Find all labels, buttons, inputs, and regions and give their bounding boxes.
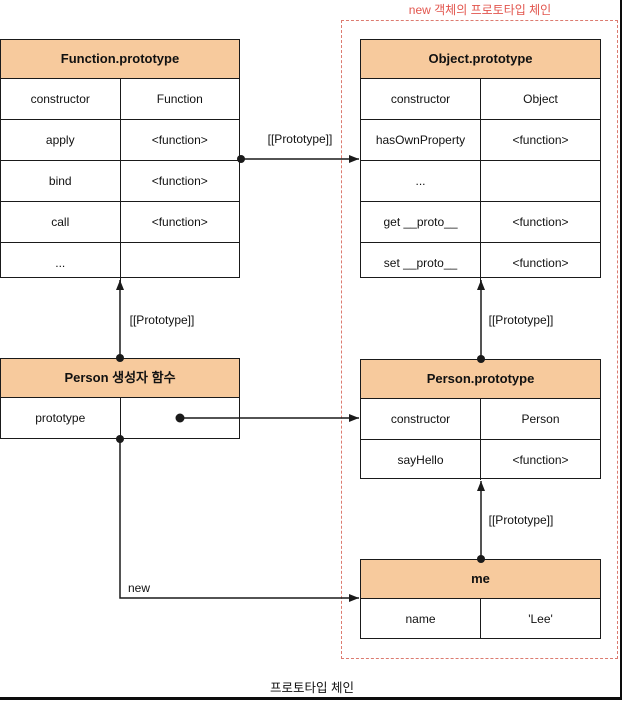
region-title: new 객체의 프로토타입 체인	[408, 3, 552, 17]
property-value-cell: Person	[521, 412, 560, 426]
table-row: sayHello <function>	[361, 440, 600, 480]
table-body: constructor Function apply <function> bind <f…	[1, 79, 239, 283]
table-row: constructor Person	[361, 399, 600, 440]
property-name-cell: constructor	[1, 79, 121, 119]
property-value-cell: <function>	[151, 133, 208, 147]
property-value-cell: <function>	[512, 215, 569, 229]
table-title: Function.prototype	[1, 40, 239, 79]
property-value-cell: Function	[156, 92, 203, 106]
table-row: hasOwnProperty <function>	[361, 120, 600, 161]
table-row: prototype	[1, 398, 239, 438]
table-row: ...	[1, 243, 239, 283]
window-right-edge	[620, 0, 622, 700]
object-prototype-table: Object.prototype constructor Object hasOwn…	[360, 39, 601, 283]
property-name-cell: ...	[1, 243, 121, 283]
property-value-cell	[121, 243, 240, 283]
function-prototype-table: Function.prototype constructor Function ap…	[0, 39, 240, 283]
table-title: me	[361, 560, 600, 599]
table-title: Object.prototype	[361, 40, 600, 79]
table-body: constructor Object hasOwnProperty <function…	[361, 79, 600, 283]
table-row: name 'Lee'	[361, 599, 600, 639]
property-value-cell: 'Lee'	[528, 612, 553, 626]
property-name-cell: ...	[361, 161, 481, 201]
property-value-cell	[121, 398, 240, 438]
me-object-table: me name 'Lee'	[360, 559, 601, 639]
table-body: prototype	[1, 398, 239, 438]
prototype-link-label: [[Prototype]]	[129, 313, 195, 327]
table-row: ...	[361, 161, 600, 202]
window-bottom-edge	[0, 697, 622, 700]
person-prototype-table: Person.prototype constructor Person sayHel…	[360, 359, 601, 480]
property-value-cell: <function>	[151, 174, 208, 188]
property-name-cell: prototype	[1, 398, 121, 438]
table-row: apply <function>	[1, 120, 239, 161]
property-value-cell	[481, 161, 600, 201]
new-operator-arrow-personctor-to-me	[119, 439, 359, 602]
property-name-cell: constructor	[361, 399, 481, 439]
prototype-link-label: [[Prototype]]	[267, 132, 333, 146]
property-name-cell: call	[1, 202, 121, 242]
table-title: Person.prototype	[361, 360, 600, 399]
property-name-cell: name	[361, 599, 481, 639]
table-row: get __proto__ <function>	[361, 202, 600, 243]
property-name-cell: constructor	[361, 79, 481, 119]
property-value-cell: <function>	[512, 453, 569, 467]
property-name-cell: bind	[1, 161, 121, 201]
table-body: name 'Lee'	[361, 599, 600, 639]
table-body: constructor Person sayHello <function>	[361, 399, 600, 480]
property-value-cell: <function>	[512, 133, 569, 147]
prototype-link-label: [[Prototype]]	[488, 513, 554, 527]
diagram-caption: 프로토타입 체인	[270, 681, 354, 695]
property-name-cell: set __proto__	[361, 243, 481, 283]
property-value-cell: Object	[523, 92, 558, 106]
property-name-cell: get __proto__	[361, 202, 481, 242]
table-title: Person 생성자 함수	[1, 359, 239, 398]
table-row: constructor Function	[1, 79, 239, 120]
property-name-cell: sayHello	[361, 440, 481, 480]
person-constructor-table: Person 생성자 함수 prototype	[0, 358, 240, 439]
new-operator-label: new	[128, 581, 151, 595]
table-row: constructor Object	[361, 79, 600, 120]
prototype-link-label: [[Prototype]]	[488, 313, 554, 327]
table-row: set __proto__ <function>	[361, 243, 600, 283]
table-row: call <function>	[1, 202, 239, 243]
table-row: bind <function>	[1, 161, 239, 202]
property-name-cell: hasOwnProperty	[361, 120, 481, 160]
property-value-cell: <function>	[151, 215, 208, 229]
property-value-cell: <function>	[512, 256, 569, 270]
new-object-prototype-chain-region	[341, 20, 618, 659]
property-name-cell: apply	[1, 120, 121, 160]
